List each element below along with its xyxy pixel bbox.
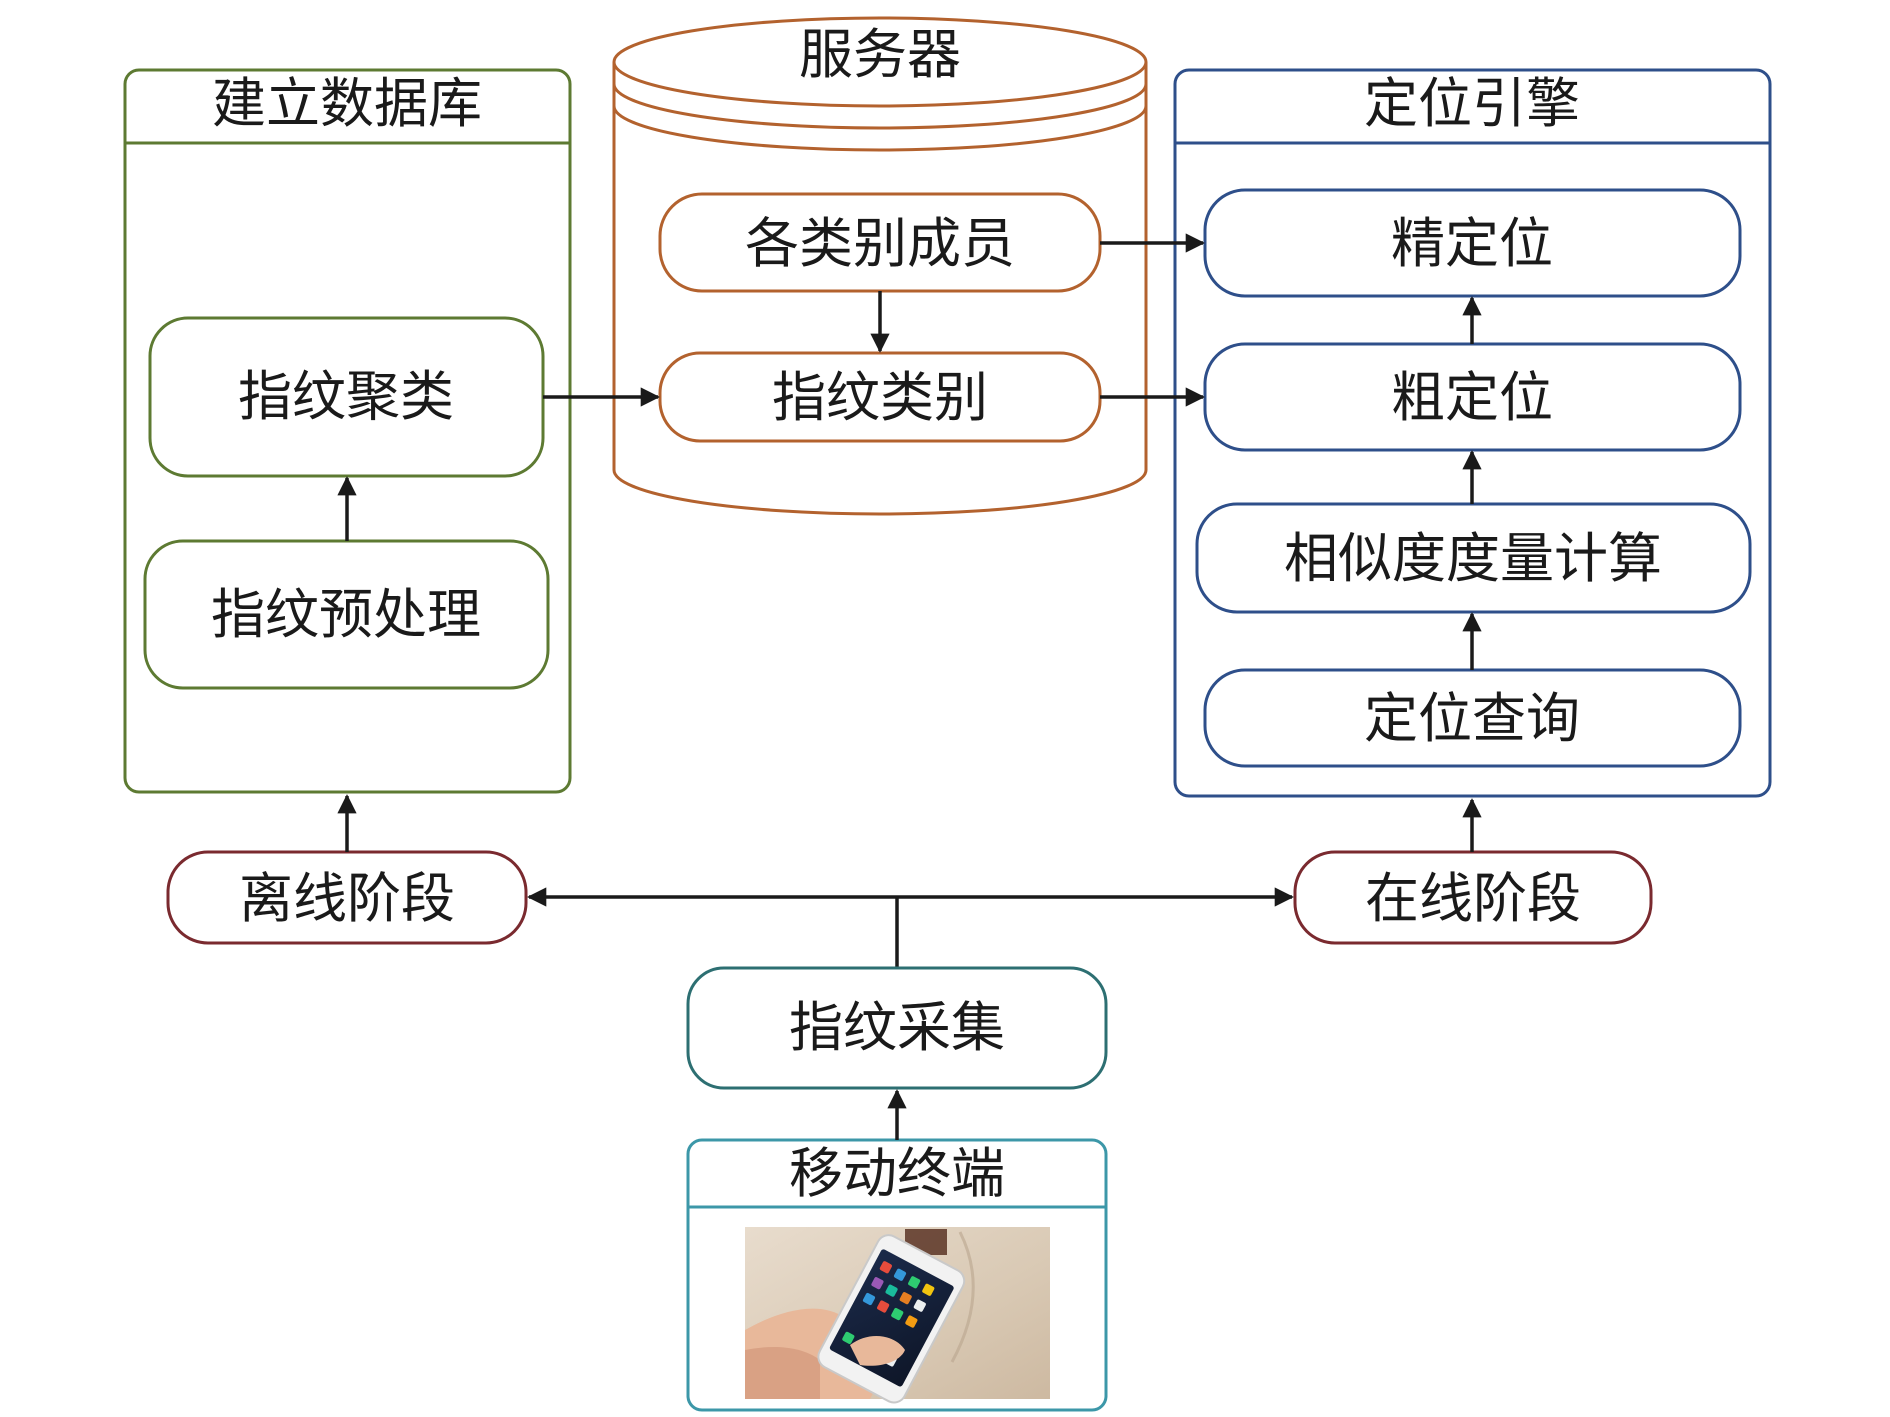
preprocessing-label: 指纹预处理 — [211, 583, 481, 646]
query-node[interactable]: 定位查询 — [1203, 668, 1742, 768]
fine-positioning-label: 精定位 — [1391, 212, 1553, 275]
similarity-label: 相似度度量计算 — [1284, 527, 1662, 590]
query-label: 定位查询 — [1364, 687, 1580, 750]
engine-panel-title: 定位引擎 — [1364, 72, 1580, 135]
database-panel: 建立数据库 指纹聚类 指纹预处理 — [123, 68, 572, 794]
members-node[interactable]: 各类别成员 — [658, 192, 1102, 293]
server-title: 服务器 — [799, 23, 961, 86]
terminal-title: 移动终端 — [789, 1142, 1005, 1205]
smartphone-photo — [745, 1227, 1050, 1404]
online-stage-label: 在线阶段 — [1365, 867, 1581, 930]
clustering-label: 指纹聚类 — [238, 365, 454, 428]
category-node[interactable]: 指纹类别 — [658, 351, 1102, 443]
offline-stage-node[interactable]: 离线阶段 — [166, 850, 528, 945]
clustering-node[interactable]: 指纹聚类 — [148, 316, 545, 478]
collection-node[interactable]: 指纹采集 — [686, 966, 1108, 1090]
fine-positioning-node[interactable]: 精定位 — [1203, 188, 1742, 298]
coarse-positioning-node[interactable]: 粗定位 — [1203, 342, 1742, 452]
server-cylinder: 服务器 各类别成员 指纹类别 — [612, 16, 1148, 516]
database-panel-title: 建立数据库 — [212, 72, 482, 135]
members-label: 各类别成员 — [745, 212, 1015, 275]
similarity-node[interactable]: 相似度度量计算 — [1195, 502, 1752, 614]
category-label: 指纹类别 — [772, 366, 988, 429]
offline-stage-label: 离线阶段 — [239, 867, 455, 930]
preprocessing-node[interactable]: 指纹预处理 — [143, 539, 550, 690]
coarse-positioning-label: 粗定位 — [1391, 366, 1553, 429]
terminal-panel: 移动终端 — [686, 1138, 1108, 1412]
online-stage-node[interactable]: 在线阶段 — [1293, 850, 1653, 945]
collection-label: 指纹采集 — [789, 996, 1005, 1059]
engine-panel: 定位引擎 精定位 粗定位 相似度度量计算 定位查询 — [1173, 68, 1772, 798]
